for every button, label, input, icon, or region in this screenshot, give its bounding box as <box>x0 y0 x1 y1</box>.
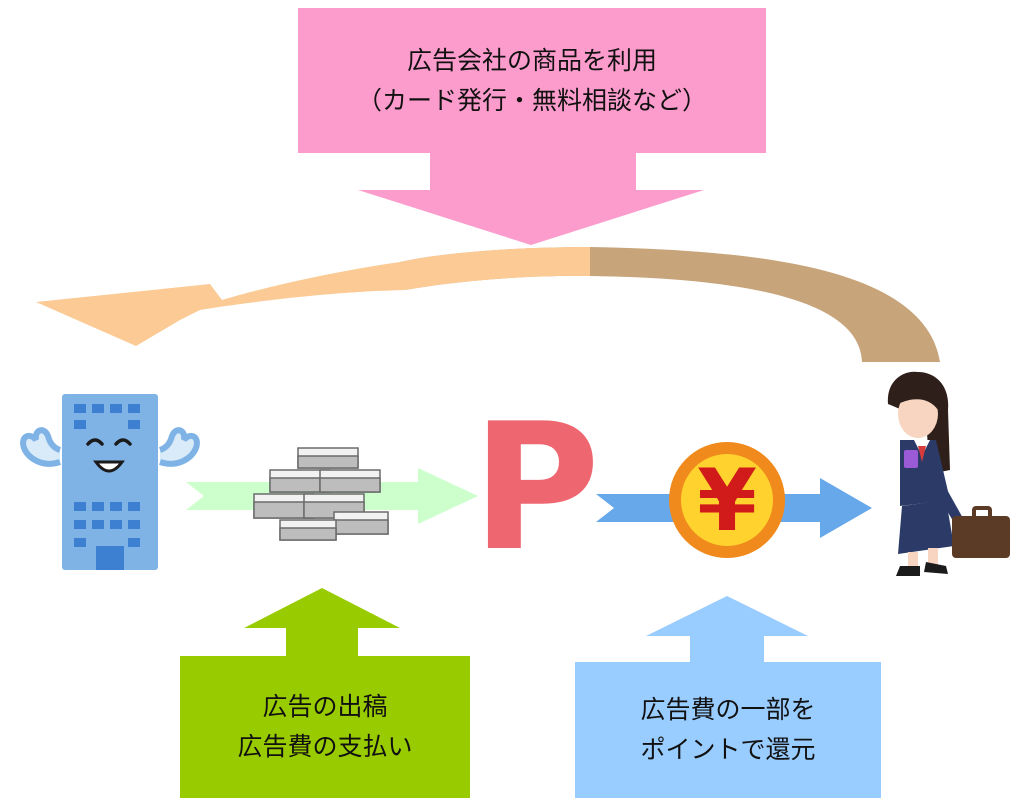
top-callout-text: 広告会社の商品を利用 （カード発行・無料相談など） <box>298 8 766 153</box>
green-callout-line1: 広告の出稿 <box>262 692 388 721</box>
green-callout-shape <box>180 588 470 798</box>
money-stack-icon <box>253 447 389 541</box>
top-callout-line1: 広告会社の商品を利用 <box>406 45 657 75</box>
green-callout-line2: 広告費の支払い <box>237 732 413 761</box>
point-symbol: P <box>472 387 600 590</box>
blue-callout-shape <box>575 596 881 798</box>
yen-coin-icon: ¥ <box>669 442 785 558</box>
return-curve-orange <box>36 247 590 346</box>
company-building-icon <box>20 394 200 570</box>
blue-callout-line1: 広告費の一部を <box>640 695 816 724</box>
coin-symbol: ¥ <box>697 451 757 551</box>
top-callout-line2: （カード発行・無料相談など） <box>356 85 707 115</box>
blue-callout-line2: ポイントで還元 <box>640 735 816 764</box>
student-icon <box>887 371 1010 576</box>
return-curve-arrow <box>36 247 940 362</box>
top-callout <box>298 8 766 245</box>
blue-callout-text: 広告費の一部を ポイントで還元 <box>575 662 881 798</box>
green-callout-text: 広告の出稿 広告費の支払い <box>180 656 470 798</box>
point-p-icon: P <box>472 387 600 590</box>
top-callout-shape <box>298 8 766 245</box>
